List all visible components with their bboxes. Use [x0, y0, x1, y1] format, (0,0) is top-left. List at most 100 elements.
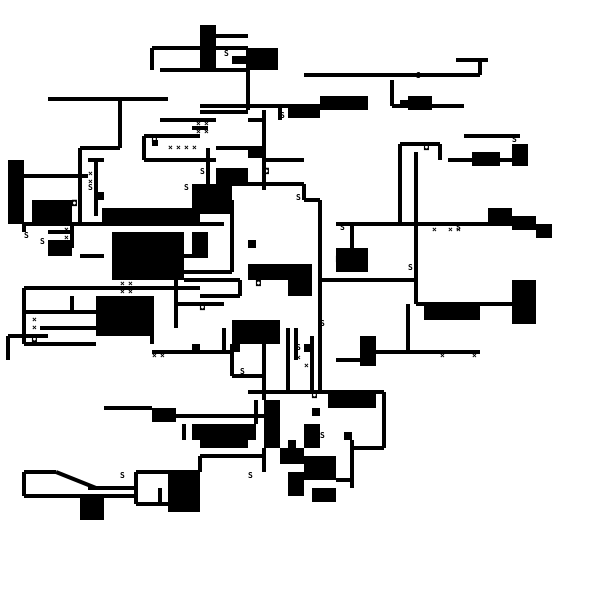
rubble-icon: × — [296, 353, 301, 362]
item-icon: ◘ — [199, 303, 205, 312]
stair-icon: S — [88, 183, 93, 192]
stair-icon: S — [456, 223, 461, 232]
stair-icon: S — [320, 431, 325, 440]
wall-detail — [256, 272, 264, 280]
room-block — [304, 456, 336, 480]
rubble-icon: × — [120, 287, 125, 296]
stair-icon: S — [296, 343, 301, 352]
room-block — [536, 224, 552, 238]
rubble-icon: × — [432, 225, 437, 234]
room-block — [104, 208, 200, 224]
rubble-icon: × — [192, 143, 197, 152]
item-icon: ◘ — [151, 135, 157, 144]
rubble-icon: × — [196, 127, 201, 136]
wall-detail — [248, 240, 256, 248]
room-block — [288, 472, 304, 496]
wall-detail — [216, 176, 232, 184]
rubble-icon: × — [88, 169, 93, 178]
room-block — [48, 240, 72, 256]
rubble-icon: × — [448, 225, 453, 234]
rubble-icon: × — [184, 143, 189, 152]
stair-icon: S — [232, 343, 237, 352]
stair-icon: S — [296, 193, 301, 202]
stair-icon: S — [512, 135, 517, 144]
wall-detail — [192, 344, 200, 352]
wall-detail — [248, 150, 264, 158]
room-block — [512, 280, 536, 324]
wall-detail — [64, 200, 72, 208]
rubble-icon: × — [64, 233, 69, 242]
room-block — [112, 232, 184, 280]
rubble-icon: × — [152, 351, 157, 360]
wall-detail — [312, 408, 320, 416]
room-block — [336, 248, 368, 272]
rubble-icon: × — [64, 225, 69, 234]
stair-icon: S — [184, 183, 189, 192]
wall-detail — [328, 400, 336, 408]
item-icon: ◘ — [71, 199, 77, 208]
room-block — [488, 208, 512, 222]
rubble-icon: × — [204, 127, 209, 136]
item-icon: ◘ — [335, 255, 341, 264]
room-block — [96, 296, 152, 336]
room-block — [288, 106, 320, 118]
room-block — [80, 496, 104, 520]
wall-detail — [296, 288, 304, 296]
stair-icon: S — [200, 167, 205, 176]
item-icon: ◘ — [111, 327, 117, 336]
rubble-icon: × — [204, 119, 209, 128]
item-icon: ◘ — [423, 143, 429, 152]
room-block — [424, 304, 480, 320]
dungeon-rooms — [8, 25, 552, 520]
room-block — [472, 152, 500, 166]
room-block — [328, 392, 376, 408]
wall-detail — [200, 232, 208, 240]
room-block — [360, 336, 376, 366]
room-block — [168, 472, 200, 512]
wall-detail — [232, 56, 248, 64]
room-block — [264, 400, 280, 448]
rubble-icon: × — [128, 279, 133, 288]
item-icon: ◘ — [311, 391, 317, 400]
wall-detail — [232, 344, 240, 352]
rubble-icon: × — [128, 287, 133, 296]
wall-detail — [96, 192, 104, 200]
rubble-icon: × — [196, 119, 201, 128]
stair-icon: S — [40, 237, 45, 246]
wall-detail — [424, 96, 432, 102]
rubble-icon: × — [32, 323, 37, 332]
wall-detail — [288, 440, 296, 448]
stair-icon: S — [416, 71, 421, 80]
rubble-icon: × — [176, 143, 181, 152]
room-block — [320, 96, 368, 110]
stair-icon: S — [224, 49, 229, 58]
stair-icon: S — [340, 223, 345, 232]
room-block — [304, 424, 320, 448]
rubble-icon: × — [88, 177, 93, 186]
room-block — [512, 144, 528, 166]
wall-detail — [344, 432, 352, 440]
rubble-icon: × — [472, 351, 477, 360]
wall-detail — [208, 40, 216, 48]
room-block — [192, 424, 256, 440]
room-block — [152, 408, 176, 422]
rubble-icon: × — [456, 225, 461, 234]
room-block — [280, 448, 304, 464]
stair-icon: S — [24, 231, 29, 240]
rubble-icon: × — [32, 315, 37, 324]
wall-detail — [304, 344, 312, 352]
room-block — [8, 160, 24, 224]
item-icon: ◘ — [255, 279, 261, 288]
room-block — [248, 48, 278, 70]
rubble-icon: × — [160, 351, 165, 360]
stair-icon: S — [248, 471, 253, 480]
wall-detail — [152, 140, 158, 146]
stair-icon: S — [408, 263, 413, 272]
room-block — [200, 440, 248, 448]
room-block — [312, 488, 336, 502]
item-icon: ◘ — [31, 335, 37, 344]
item-icon: ◘ — [263, 167, 269, 176]
